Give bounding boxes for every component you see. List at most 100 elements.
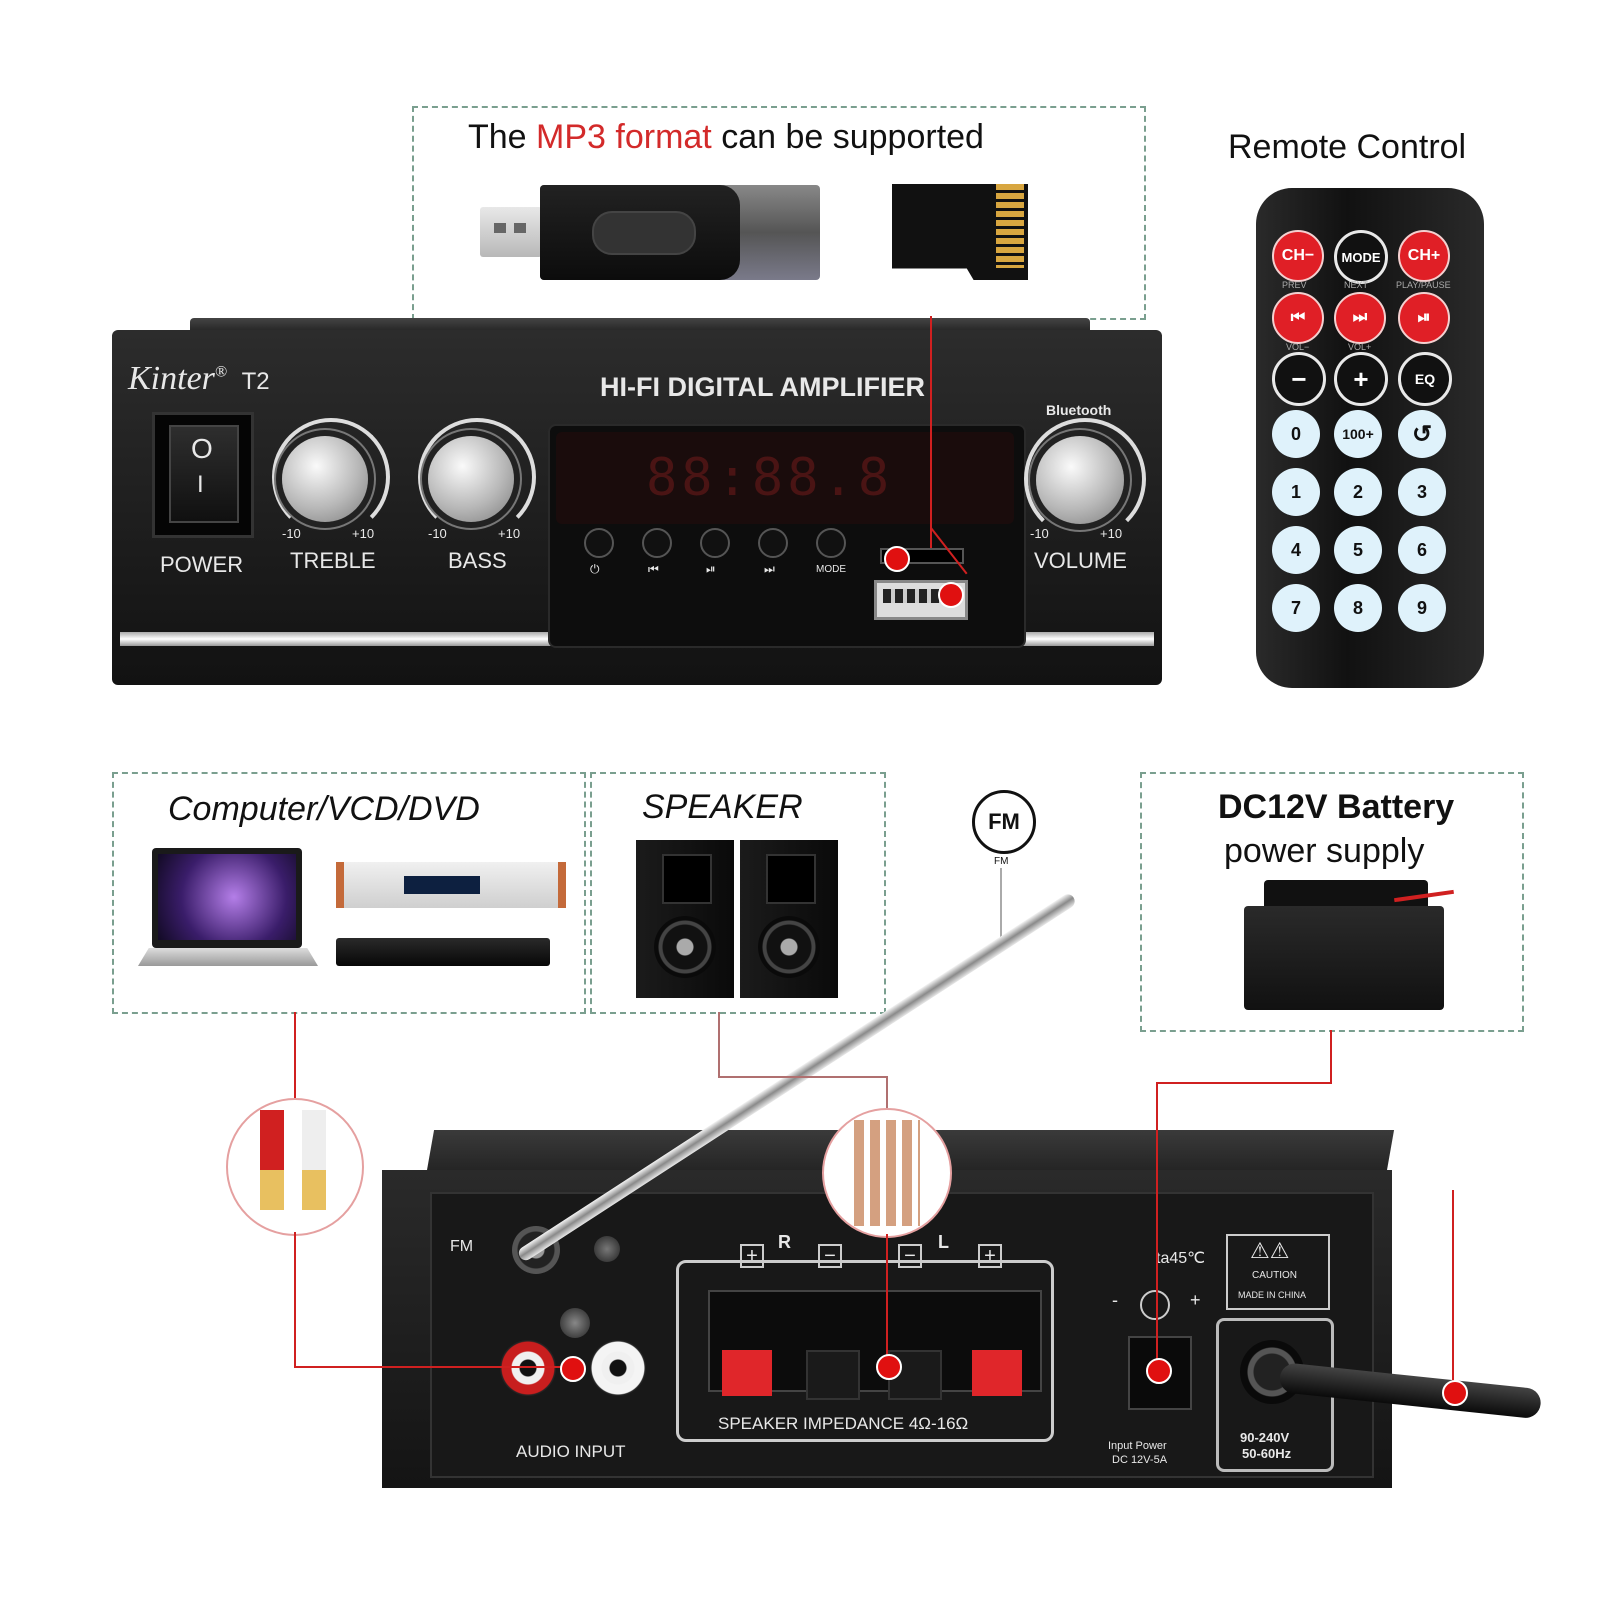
power-switch[interactable]: O I [152,412,254,538]
play-pause-icon: ⏯ [706,562,716,576]
remote-digit-1[interactable]: 1 [1272,468,1320,516]
dc-input-jack[interactable] [1128,1336,1192,1410]
battery-box [1140,772,1524,1032]
front-mode-button[interactable] [816,528,846,558]
usb-port-dot [938,582,964,608]
usb-port[interactable] [874,580,968,620]
line-wire-to-terminal [886,1234,888,1366]
treble-max: +10 [352,526,375,541]
power-on-mark: O [191,433,213,464]
remote-digit-5[interactable]: 5 [1334,526,1382,574]
return-icon: ↺ [1411,420,1433,448]
source-devices-title: Computer/VCD/DVD [168,790,480,828]
remote-digit-9[interactable]: 9 [1398,584,1446,632]
rca-input-right[interactable] [590,1340,646,1396]
remote-100plus-button[interactable]: 100+ [1334,410,1382,458]
screw-icon [560,1308,590,1338]
remote-eq-button[interactable]: EQ [1398,352,1452,406]
remote-return-button[interactable]: ↺ [1398,410,1446,458]
rca-white-plug-icon [302,1110,326,1210]
rca-input-dot [560,1356,586,1382]
volume-max: +10 [1100,526,1123,541]
line-speaker-to-wire [886,1076,888,1108]
screw-icon [594,1236,620,1262]
mp3-highlight: MP3 format [536,118,712,156]
remote-digit-0[interactable]: 0 [1272,410,1320,458]
front-play-button[interactable] [700,528,730,558]
remote-ch-plus-button[interactable]: CH+ [1398,230,1450,282]
remote-play-pause-button[interactable]: ⏯ [1398,292,1450,344]
remote-mode-button[interactable]: MODE [1334,230,1388,284]
rca-input-left[interactable] [500,1340,556,1396]
play-pause-icon: ⏯ [1417,309,1431,326]
dc-jack-dot [1146,1358,1172,1384]
speaker-left-icon [636,840,734,998]
treble-min: -10 [282,526,301,541]
bass-arc [418,418,536,536]
ac-cable-dot [1442,1380,1468,1406]
ac-voltage-label: 90-240V [1240,1430,1290,1445]
terminal-l-plus-clip[interactable] [972,1350,1022,1396]
remote-ch-minus-button[interactable]: CH− [1272,230,1324,282]
power-label: POWER [160,552,244,577]
terminal-l-minus: − [898,1244,922,1268]
ta-rating-label: ta45℃ [1156,1250,1206,1267]
battery-title: DC12V Battery [1218,788,1455,826]
front-power-button[interactable] [584,528,614,558]
mp3-format-title: The MP3 format can be supported [468,118,984,156]
back-fm-label: FM [450,1238,474,1255]
battery-subtitle: power supply [1224,832,1425,870]
remote-digit-3[interactable]: 3 [1398,468,1446,516]
volume-label: VOLUME [1034,548,1127,573]
next-icon: ⏭ [764,562,775,576]
line-battery-horizontal [1156,1082,1332,1084]
remote-title: Remote Control [1228,128,1467,166]
bass-knob[interactable] [428,436,514,522]
usb-flash-drive-icon [480,185,820,280]
speaker-right-icon [740,840,838,998]
fm-small-label: FM [994,856,1009,867]
remote-vol-plus-button[interactable]: + [1334,352,1388,406]
dc-plus: + [1190,1290,1201,1310]
line-battery-to-dc [1156,1082,1158,1368]
rca-red-plug-icon [260,1110,284,1210]
remote-digit-4[interactable]: 4 [1272,526,1320,574]
terminal-r-plus-clip[interactable] [722,1350,772,1396]
front-prev-button[interactable] [642,528,672,558]
vcd-player-icon [336,862,566,908]
remote-prev-button[interactable]: ⏮ [1272,292,1324,344]
prev-icon: ⏮ [648,562,659,576]
speaker-terminal-frame [676,1260,1054,1442]
display-readout: 88:88.8 [646,448,894,508]
remote-digit-6[interactable]: 6 [1398,526,1446,574]
volume-knob[interactable] [1036,436,1124,524]
fm-connector-line [1000,868,1002,952]
speaker-terminal-dot [876,1354,902,1380]
volume-arc [1024,418,1146,540]
connector-line-mp3 [930,316,932,548]
impedance-label: SPEAKER IMPEDANCE 4Ω-16Ω [718,1414,969,1433]
speaker-box [590,772,886,1014]
caution-label: ⚠⚠ CAUTION MADE IN CHINA [1226,1234,1330,1310]
ac-frequency-label: 50-60Hz [1242,1446,1292,1461]
remote-sub-playpause: PLAY/PAUSE [1396,280,1451,290]
made-in-label: MADE IN CHINA [1238,1290,1307,1300]
front-next-button[interactable] [758,528,788,558]
line-battery-down [1330,1030,1332,1082]
battery-icon [1244,880,1454,1010]
remote-digit-2[interactable]: 2 [1334,468,1382,516]
remote-digit-7[interactable]: 7 [1272,584,1320,632]
remote-next-button[interactable]: ⏭ [1334,292,1386,344]
rca-cable-callout [226,1098,364,1236]
remote-sub-vol-plus: VOL+ [1348,342,1372,352]
treble-knob[interactable] [282,436,368,522]
model-label: T2 [241,368,270,395]
bluetooth-label: Bluetooth [1046,402,1112,418]
terminal-r-minus-clip[interactable] [806,1350,860,1400]
line-source-down [294,1012,296,1098]
prev-icon: ⏮ [1290,309,1306,326]
remote-digit-8[interactable]: 8 [1334,584,1382,632]
led-display: 88:88.8 [556,432,1014,524]
next-icon: ⏭ [1352,309,1368,326]
remote-vol-minus-button[interactable]: − [1272,352,1326,406]
